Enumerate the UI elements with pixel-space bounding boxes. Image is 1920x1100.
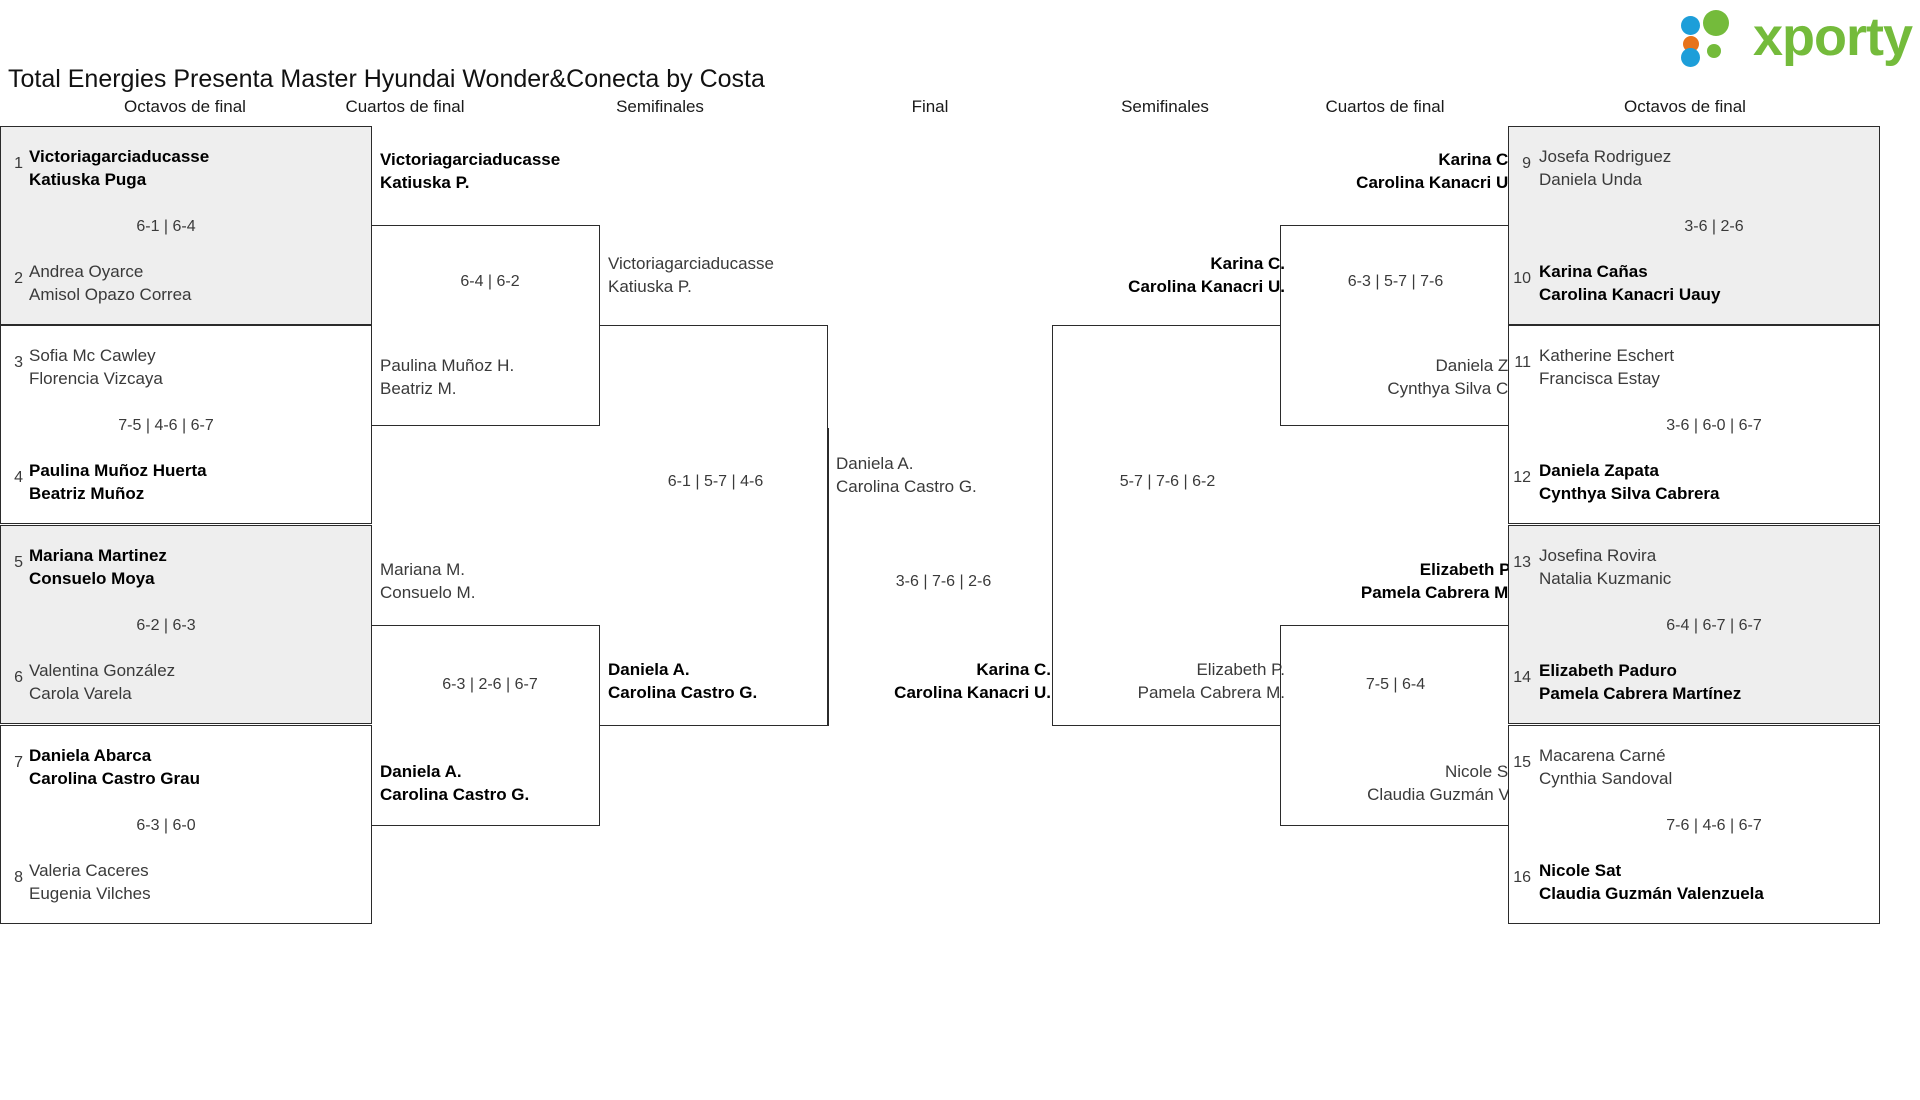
team-names-bottom: Daniela Zapata Cynthya Silva Cabrera [1539, 461, 1720, 503]
final-divider-left [828, 428, 829, 726]
match-score: 6-1 | 6-4 [136, 218, 196, 235]
match-slot-right-2[interactable]: 11 Katherine Eschert Francisca Estay 3-6… [1508, 325, 1880, 524]
seed-number: 16 [1513, 869, 1531, 886]
seed-number: 5 [14, 554, 23, 571]
team-names-top: Josefa Rodriguez Daniela Unda [1539, 147, 1672, 189]
title-line-1: Total Energies Presenta Master Hyundai W… [8, 65, 765, 93]
team-names-bottom: Valeria Caceres Eugenia Vilches [29, 861, 151, 903]
qf-score-left-2: 6-3 | 2-6 | 6-7 [442, 676, 538, 693]
seed-number: 2 [14, 270, 23, 287]
team-names-top: Victoriagarciaducasse Katiuska Puga [29, 147, 210, 189]
team-names-top: Macarena Carné Cynthia Sandoval [1539, 746, 1673, 788]
match-score: 3-6 | 6-0 | 6-7 [1666, 417, 1762, 434]
seed-number: 6 [14, 669, 23, 686]
semi-score-right: 5-7 | 7-6 | 6-2 [1119, 473, 1216, 490]
qf-team-left-2-top: Mariana M. Consuelo M. [380, 560, 476, 602]
connector-left-qf-1 [372, 225, 600, 426]
semi-score-left: 6-1 | 5-7 | 4-6 [667, 473, 764, 490]
match-score: 6-3 | 6-0 [136, 817, 196, 834]
seed-number: 10 [1513, 270, 1531, 287]
round-label-right-semis: Semifinales [1121, 97, 1209, 116]
match-score: 7-5 | 4-6 | 6-7 [118, 417, 214, 434]
semi-team-left-bottom: Daniela A. Carolina Castro G. [608, 660, 758, 702]
seed-number: 4 [14, 469, 23, 486]
seed-number: 14 [1513, 669, 1531, 686]
logo-dots-icon [1681, 10, 1751, 67]
qf-score-right-1: 6-3 | 5-7 | 7-6 [1347, 273, 1444, 290]
round-label-right-octavos: Octavos de final [1624, 97, 1746, 116]
team-names-bottom: Karina Cañas Carolina Kanacri Uauy [1539, 262, 1721, 304]
match-score: 7-6 | 4-6 | 6-7 [1666, 817, 1762, 834]
seed-number: 1 [14, 155, 23, 172]
seed-number: 8 [14, 869, 23, 886]
connector-left-qf-2 [372, 625, 600, 826]
match-score: 6-4 | 6-7 | 6-7 [1666, 617, 1762, 634]
connector-right-semi [1052, 325, 1280, 726]
seed-number: 12 [1513, 469, 1531, 486]
connector-right-qf-2 [1280, 625, 1508, 826]
match-slot-right-1[interactable]: 9 Josefa Rodriguez Daniela Unda 3-6 | 2-… [1508, 126, 1880, 325]
final-team-left: Daniela A. Carolina Castro G. [836, 454, 977, 496]
team-names-bottom: Paulina Muñoz Huerta Beatriz Muñoz [29, 461, 207, 503]
team-names-top: Mariana Martinez Consuelo Moya [29, 546, 167, 588]
connector-left-semi [600, 325, 828, 726]
team-names-top: Josefina Rovira Natalia Kuzmanic [1539, 546, 1672, 588]
page-header: Total Energies Presenta Master Hyundai W… [0, 0, 1920, 183]
team-names-bottom: Nicole Sat Claudia Guzmán Valenzuela [1539, 861, 1764, 903]
connector-right-qf-1 [1280, 225, 1508, 426]
qf-score-right-2: 7-5 | 6-4 [1365, 676, 1426, 693]
team-names-bottom: Elizabeth Paduro Pamela Cabrera Martínez [1539, 661, 1742, 703]
round-label-left-semis: Semifinales [616, 97, 704, 116]
round-label-right-cuartos: Cuartos de final [1325, 97, 1445, 116]
qf-team-left-1-bottom: Paulina Muñoz H. Beatriz M. [380, 356, 515, 398]
xporty-logo[interactable]: xporty [1681, 6, 1913, 68]
team-names-top: Daniela Abarca Carolina Castro Grau [29, 746, 200, 788]
qf-team-right-1-bottom: Daniela Z. Cynthya Silva C. [1387, 356, 1513, 398]
team-names-top: Sofia Mc Cawley Florencia Vizcaya [29, 346, 163, 388]
seed-number: 3 [14, 354, 23, 371]
semi-team-right-bottom: Elizabeth P. Pamela Cabrera M. [1137, 660, 1285, 702]
team-names-bottom: Andrea Oyarce Amisol Opazo Correa [29, 262, 192, 304]
qf-team-left-2-bottom: Daniela A. Carolina Castro G. [380, 762, 530, 804]
final-score: 3-6 | 7-6 | 2-6 [895, 573, 992, 590]
seed-number: 13 [1513, 554, 1531, 571]
seed-number: 15 [1513, 754, 1531, 771]
seed-number: 7 [14, 754, 23, 771]
qf-team-right-2-top: Elizabeth P. Pamela Cabrera M. [1360, 560, 1513, 602]
round-label-left-octavos: Octavos de final [124, 97, 246, 116]
logo-wordmark: xporty [1753, 7, 1913, 67]
final-team-right: Karina C. Carolina Kanacri U. [894, 660, 1051, 702]
seed-number: 9 [1522, 155, 1531, 172]
team-names-top: Katherine Eschert Francisca Estay [1539, 346, 1675, 388]
seed-number: 11 [1514, 354, 1531, 371]
semi-team-right-top: Karina C. Carolina Kanacri U. [1128, 254, 1285, 296]
match-slot-left-4[interactable]: 7 Daniela Abarca Carolina Castro Grau 6-… [0, 725, 372, 924]
qf-team-right-1-top: Karina C. Carolina Kanacri U. [1356, 150, 1513, 192]
match-slot-left-1[interactable]: 1 Victoriagarciaducasse Katiuska Puga 6-… [0, 126, 372, 325]
match-score: 3-6 | 2-6 [1684, 218, 1744, 235]
round-label-left-cuartos: Cuartos de final [345, 97, 465, 116]
match-slot-left-3[interactable]: 5 Mariana Martinez Consuelo Moya 6-2 | 6… [0, 525, 372, 724]
team-names-bottom: Valentina González Carola Varela [29, 661, 176, 703]
semi-team-left-top: Victoriagarciaducasse Katiuska P. [608, 254, 774, 296]
round-label-final: Final [911, 97, 949, 116]
match-slot-left-2[interactable]: 3 Sofia Mc Cawley Florencia Vizcaya 7-5 … [0, 325, 372, 524]
match-score: 6-2 | 6-3 [136, 617, 196, 634]
qf-score-left-1: 6-4 | 6-2 [460, 273, 520, 290]
match-slot-right-3[interactable]: 13 Josefina Rovira Natalia Kuzmanic 6-4 … [1508, 525, 1880, 724]
qf-team-right-2-bottom: Nicole S. Claudia Guzmán V. [1367, 762, 1513, 804]
match-slot-right-4[interactable]: 15 Macarena Carné Cynthia Sandoval 7-6 |… [1508, 725, 1880, 924]
qf-team-left-1-top: Victoriagarciaducasse Katiuska P. [380, 150, 561, 192]
